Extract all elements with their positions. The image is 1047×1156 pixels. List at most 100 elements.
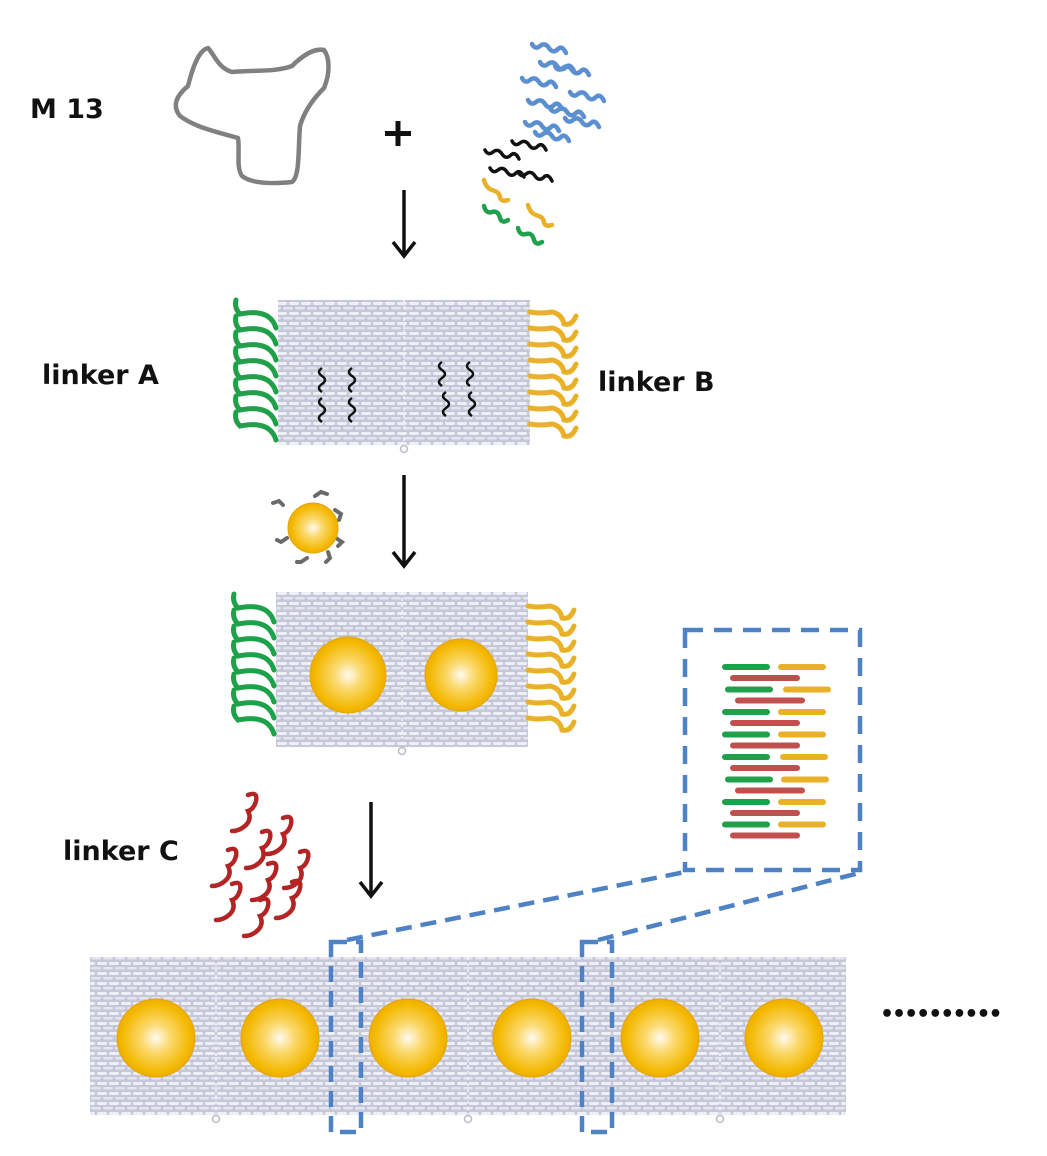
inset-linker-a-bar [722,754,770,760]
arrow-head [391,550,417,569]
linker-b-strand [525,635,577,653]
linker-c-strand [209,846,239,889]
inset-linker-b-bar [783,686,831,693]
staple-black-attached [347,366,357,394]
linker-b-strand [527,341,579,359]
inset-linker-b-bar [778,821,826,828]
staple-blue [525,97,565,112]
linker-a-strand [233,329,279,363]
staple-black [510,139,548,152]
gold-nanoparticle [744,998,824,1078]
linker-c-strands [209,791,311,939]
staple-green [515,225,545,246]
linker-a-strand [233,297,279,331]
linker-a-strand [231,655,277,689]
linker-b-strand [525,651,577,669]
staple-black-attached [465,360,475,388]
linker-b-label: linker B [598,367,715,398]
arrow-head [391,240,417,259]
linker-b-strand [527,389,579,407]
linker-c-strand [273,878,303,921]
gold-nanoparticle [309,636,387,714]
linker-c-strand [243,828,273,871]
gold-nanoparticle [368,998,448,1078]
inset-linker-a-bar [722,821,770,828]
linker-b-strand [527,405,579,423]
plus-icon [385,121,411,146]
inset-linker-c-bar [730,742,800,749]
linker-c-strand [281,848,311,891]
linker-b-strand [525,619,577,637]
origami-knob [715,1114,725,1124]
linker-c-strand [213,880,243,923]
origami-tile-step3 [231,591,577,756]
inset-duplex-bars [722,664,831,839]
linker-a-strand [231,639,277,673]
inset-linker-c-bar [730,765,800,771]
inset-linker-b-bar [781,776,829,783]
linker-b-strand [525,699,577,717]
m13-scaffold-loop [173,45,331,186]
staple-blue [567,89,607,104]
linker-b-strand [527,357,579,375]
linker-c-strand [241,896,271,939]
linker-a-strand [231,687,277,721]
gold-nanoparticle [424,638,498,712]
linker-b-strand [527,325,579,343]
inset-linker-a-bar [722,731,770,738]
origami-tile-step2 [233,297,579,454]
inset-linker-c-bar [730,675,800,681]
staple-black [516,170,554,183]
linker-c-strand [264,814,294,857]
down-arrow-icon [391,190,417,259]
gold-nanoparticle [620,998,700,1078]
staple-black-attached [441,390,451,418]
gold-nanoparticle [116,998,196,1078]
staple-blue [562,115,602,130]
linker-b-strand [525,683,577,701]
inset-linker-b-bar [778,799,826,805]
inset-linker-b-bar [778,664,826,670]
staple-black-attached [467,390,477,418]
gold-nanoparticle [240,998,320,1078]
staple-blue [552,63,592,78]
linker-b-strand [525,715,577,733]
linker-a-strand [233,313,279,347]
inset-linker-a-bar [725,686,773,693]
linker-b-strand [527,421,579,439]
linker-a-strand [233,377,279,411]
inset-linker-c-bar [730,832,800,839]
zoom-inset [682,627,863,873]
linker-c-label: linker C [63,836,179,867]
origami-knob [399,444,409,454]
gold-nanoparticle-with-ligands [271,489,346,564]
staple-blue [519,75,559,90]
linker-a-strand [233,393,279,427]
linker-b-strand [527,309,579,327]
linker-a-label: linker A [42,360,159,391]
m13-label: M 13 [30,94,104,125]
arrow-head [358,880,384,899]
linker-c-strand [249,860,279,903]
inset-linker-a-bar [725,776,773,783]
staple-blue [529,41,569,56]
linker-a-strand [233,409,279,443]
inset-linker-b-bar [778,731,826,738]
staple-black-attached [347,396,357,424]
staple-black-attached [317,366,327,394]
origami-chain [90,957,846,1124]
inset-linker-c-bar [735,787,805,794]
linker-a-strand [231,703,277,737]
staple-green [481,203,511,224]
down-arrow-icon [358,802,384,899]
linker-a-strand [231,591,277,625]
origami-knob [397,746,407,756]
inset-linker-b-bar [778,709,826,715]
inset-linker-a-bar [722,709,770,715]
linker-a-strand [233,345,279,379]
inset-linker-a-bar [722,664,770,670]
staple-black-attached [317,396,327,424]
gold-nanoparticle [492,998,572,1078]
origami-knob [211,1114,221,1124]
